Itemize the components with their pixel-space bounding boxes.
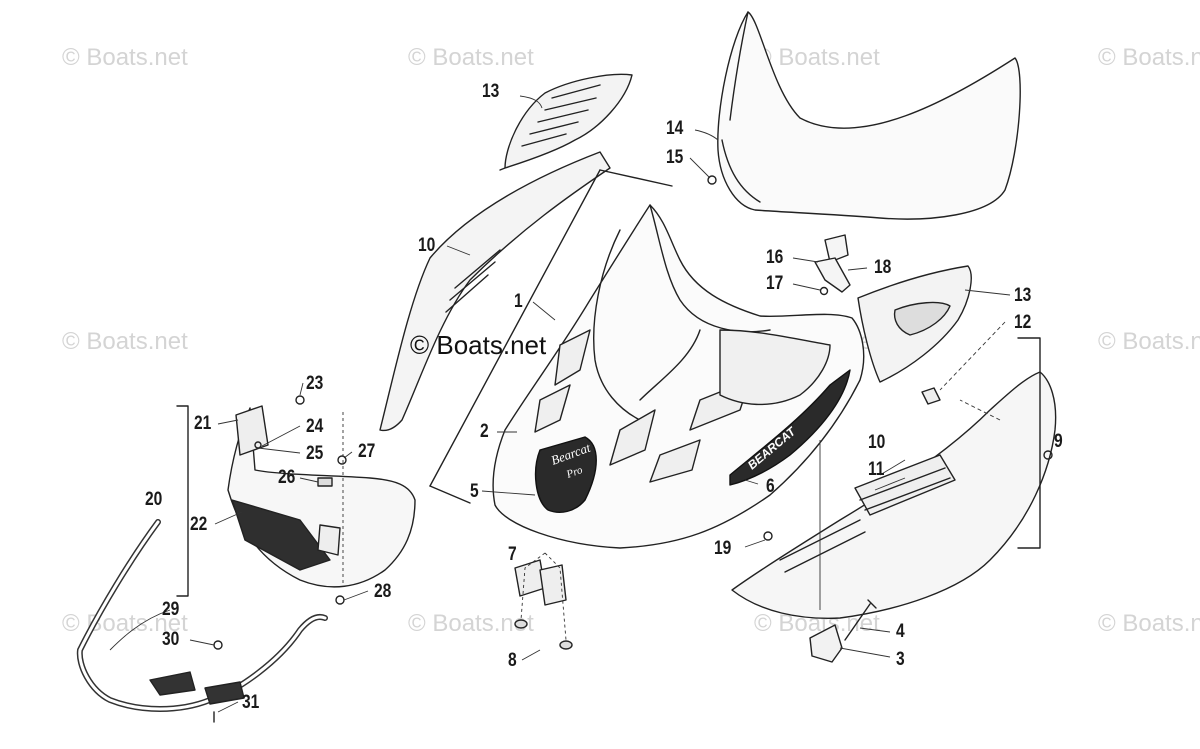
left-side-panel-part: [379, 151, 611, 432]
callout-9: 9: [1054, 431, 1063, 452]
callout-4: 4: [896, 621, 905, 642]
callout-20: 20: [145, 489, 163, 510]
callout-17: 17: [766, 273, 784, 294]
bumper-rail-part: [76, 519, 328, 723]
screw-part: [295, 395, 305, 405]
callout-14: 14: [666, 118, 684, 139]
callout-22: 22: [190, 514, 208, 535]
nut-part: [335, 595, 345, 605]
callout-23: 23: [306, 373, 324, 394]
callout-30: 30: [162, 629, 180, 650]
leader-lines: [109, 95, 1011, 713]
callout-7: 7: [508, 544, 517, 565]
hood-part: [492, 204, 865, 549]
callout-13: 13: [1014, 285, 1032, 306]
callout-26: 26: [278, 467, 296, 488]
callout-13: 13: [482, 81, 500, 102]
callout-10: 10: [418, 235, 436, 256]
callout-15: 15: [666, 147, 684, 168]
callout-31: 31: [242, 692, 260, 713]
watermark: © Boats.net: [62, 44, 188, 71]
callout-11: 11: [868, 459, 885, 480]
callout-21: 21: [194, 413, 212, 434]
callout-28: 28: [374, 581, 392, 602]
right-vent-part: [857, 265, 972, 383]
callout-10: 10: [868, 432, 886, 453]
watermark: © Boats.net: [1098, 44, 1200, 71]
clip-part: [317, 477, 333, 487]
watermark: © Boats.net: [62, 610, 188, 637]
callout-24: 24: [306, 416, 324, 437]
callout-8: 8: [508, 650, 517, 671]
upper-vent-part: [499, 73, 633, 171]
right-side-panel-part: [731, 371, 1057, 619]
bolt-part: [844, 599, 877, 641]
group-bracket: [176, 405, 189, 597]
group-bracket: [429, 169, 601, 487]
screw-part: [707, 175, 717, 185]
mount-bracket-part: [814, 234, 851, 296]
callout-25: 25: [306, 443, 324, 464]
watermark-center: © Boats.net: [410, 330, 547, 360]
group-bracket: [1017, 337, 1041, 549]
watermark: © Boats.net: [1098, 328, 1200, 355]
callout-1: 1: [514, 291, 523, 312]
callout-16: 16: [766, 247, 784, 268]
callout-6: 6: [766, 476, 775, 497]
callout-2: 2: [480, 421, 489, 442]
watermark: © Boats.net: [62, 328, 188, 355]
callout-18: 18: [874, 257, 892, 278]
bracket-part: [809, 624, 843, 663]
callout-5: 5: [470, 481, 479, 502]
nut-part: [337, 455, 347, 465]
watermark: © Boats.net: [754, 44, 880, 71]
callout-29: 29: [162, 599, 180, 620]
callout-19: 19: [714, 538, 732, 559]
logo-line2: Pro: [564, 464, 585, 481]
callout-3: 3: [896, 649, 905, 670]
watermark: © Boats.net: [1098, 610, 1200, 637]
callout-12: 12: [1014, 312, 1032, 333]
callout-27: 27: [358, 441, 376, 462]
clip-part: [921, 387, 941, 405]
group-bracket: [429, 169, 673, 504]
windshield-part: [717, 11, 1021, 220]
watermark: © Boats.net: [408, 44, 534, 71]
watermark: © Boats.net: [408, 610, 534, 637]
hinge-part: [514, 531, 773, 650]
